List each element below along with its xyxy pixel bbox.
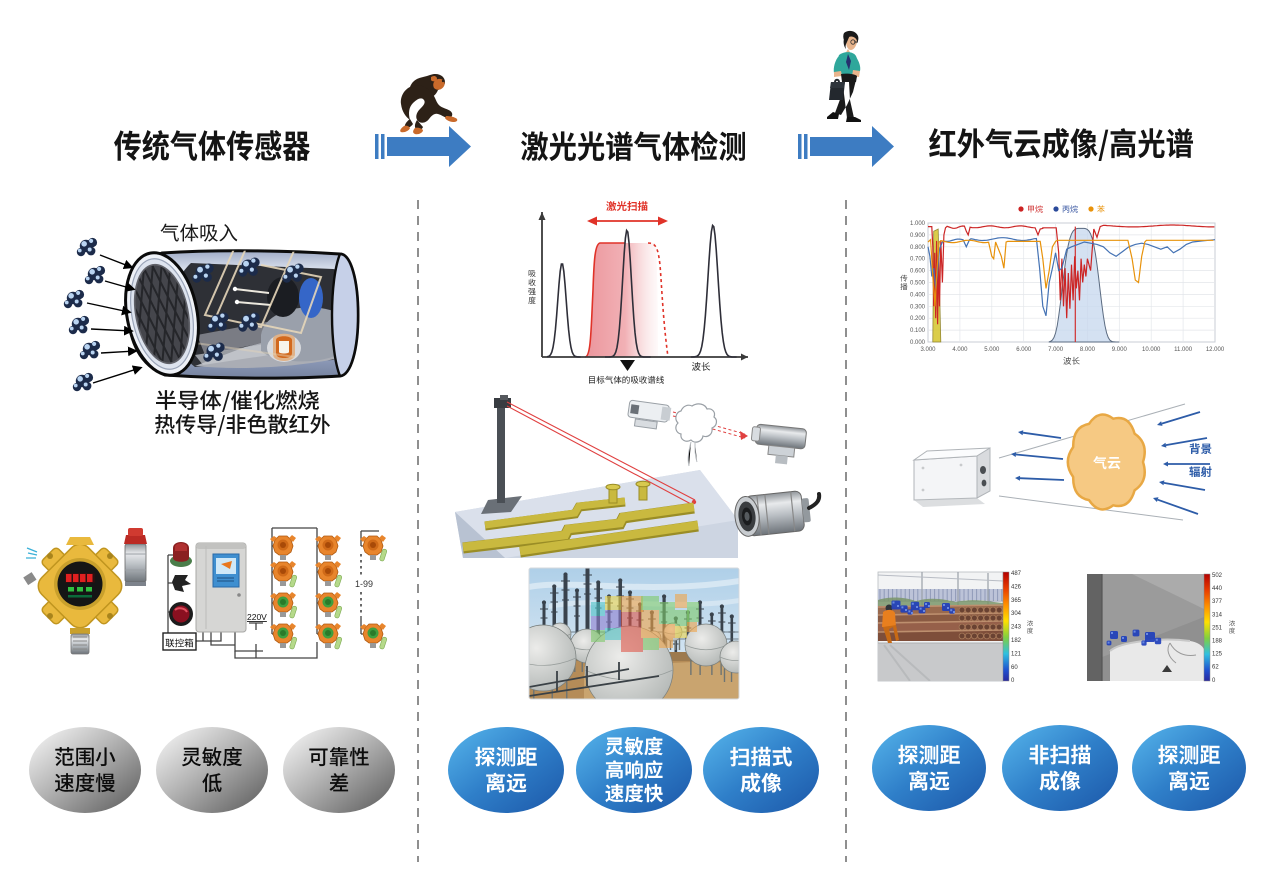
svg-text:60: 60 [1011, 665, 1018, 671]
svg-text:220V: 220V [247, 612, 267, 622]
svg-text:10.000: 10.000 [1142, 347, 1161, 353]
svg-text:243: 243 [1011, 625, 1022, 631]
svg-text:0.600: 0.600 [910, 269, 926, 275]
svg-text:8.000: 8.000 [1080, 347, 1096, 353]
svg-text:3.000: 3.000 [920, 347, 936, 353]
svg-text:0.400: 0.400 [910, 292, 926, 298]
svg-text:426: 426 [1011, 584, 1022, 590]
svg-text:0.800: 0.800 [910, 245, 926, 251]
svg-text:5.000: 5.000 [984, 347, 1000, 353]
svg-text:6.000: 6.000 [1016, 347, 1032, 353]
svg-text:121: 121 [1011, 651, 1022, 657]
svg-text:502: 502 [1212, 573, 1223, 579]
svg-text:377: 377 [1212, 599, 1223, 605]
svg-text:11.000: 11.000 [1174, 347, 1193, 353]
svg-text:1-99: 1-99 [355, 579, 373, 589]
svg-text:0: 0 [1011, 678, 1015, 684]
svg-text:125: 125 [1212, 652, 1223, 658]
svg-text:440: 440 [1212, 586, 1223, 592]
svg-text:7.000: 7.000 [1048, 347, 1064, 353]
svg-text:304: 304 [1011, 611, 1022, 617]
svg-text:314: 314 [1212, 612, 1223, 618]
svg-text:12.000: 12.000 [1206, 347, 1225, 353]
svg-text:0.300: 0.300 [910, 304, 926, 310]
svg-text:4.000: 4.000 [952, 347, 968, 353]
svg-text:188: 188 [1212, 639, 1223, 645]
svg-text:0.500: 0.500 [910, 281, 926, 287]
svg-text:9.000: 9.000 [1112, 347, 1128, 353]
svg-text:0.000: 0.000 [910, 340, 926, 346]
svg-text:62: 62 [1212, 665, 1219, 671]
svg-text:251: 251 [1212, 625, 1223, 631]
svg-text:365: 365 [1011, 598, 1022, 604]
svg-text:487: 487 [1011, 571, 1022, 577]
svg-text:182: 182 [1011, 638, 1022, 644]
svg-text:0.700: 0.700 [910, 257, 926, 263]
svg-text:1.000: 1.000 [910, 221, 926, 227]
svg-text:0.200: 0.200 [910, 316, 926, 322]
svg-text:0: 0 [1212, 678, 1216, 684]
svg-text:0.900: 0.900 [910, 233, 926, 239]
svg-text:0.100: 0.100 [910, 328, 926, 334]
